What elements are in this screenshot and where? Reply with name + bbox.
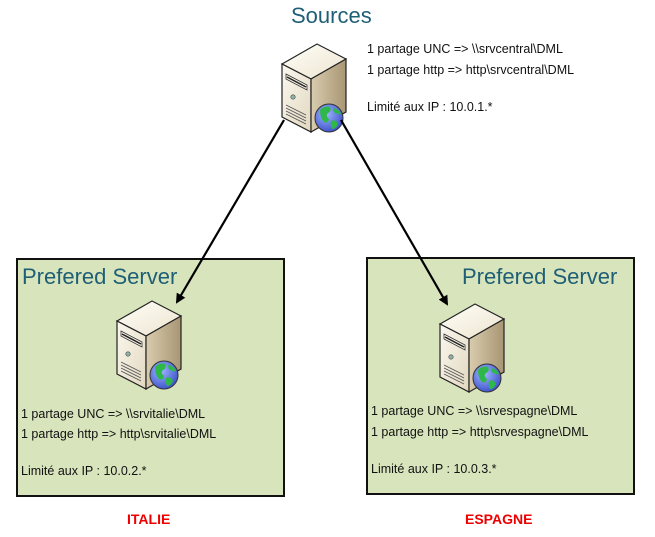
source-web-server-icon (279, 37, 349, 135)
italie-label: ITALIE (127, 511, 171, 527)
source-http-share: 1 partage http => http\srvcentral\DML (367, 63, 575, 77)
espagne-web-server-icon (437, 297, 507, 395)
italie-http-share: 1 partage http => http\srvitalie\DML (21, 427, 217, 441)
espagne-unc-share: 1 partage UNC => \\srvespagne\DML (371, 404, 578, 418)
source-unc-share: 1 partage UNC => \\srvcentral\DML (367, 42, 563, 56)
sources-title: Sources (291, 3, 372, 28)
espagne-label: ESPAGNE (465, 511, 533, 527)
italie-ip-restriction: Limité aux IP : 10.0.2.* (21, 464, 147, 478)
espagne-http-share: 1 partage http => http\srvespagne\DML (371, 425, 589, 439)
source-ip-restriction: Limité aux IP : 10.0.1.* (367, 100, 493, 114)
espagne-server-title: Prefered Server (462, 264, 618, 289)
italie-unc-share: 1 partage UNC => \\srvitalie\DML (21, 407, 206, 421)
italie-server-title: Prefered Server (22, 264, 178, 289)
espagne-ip-restriction: Limité aux IP : 10.0.3.* (371, 462, 497, 476)
italie-web-server-icon (114, 294, 184, 392)
